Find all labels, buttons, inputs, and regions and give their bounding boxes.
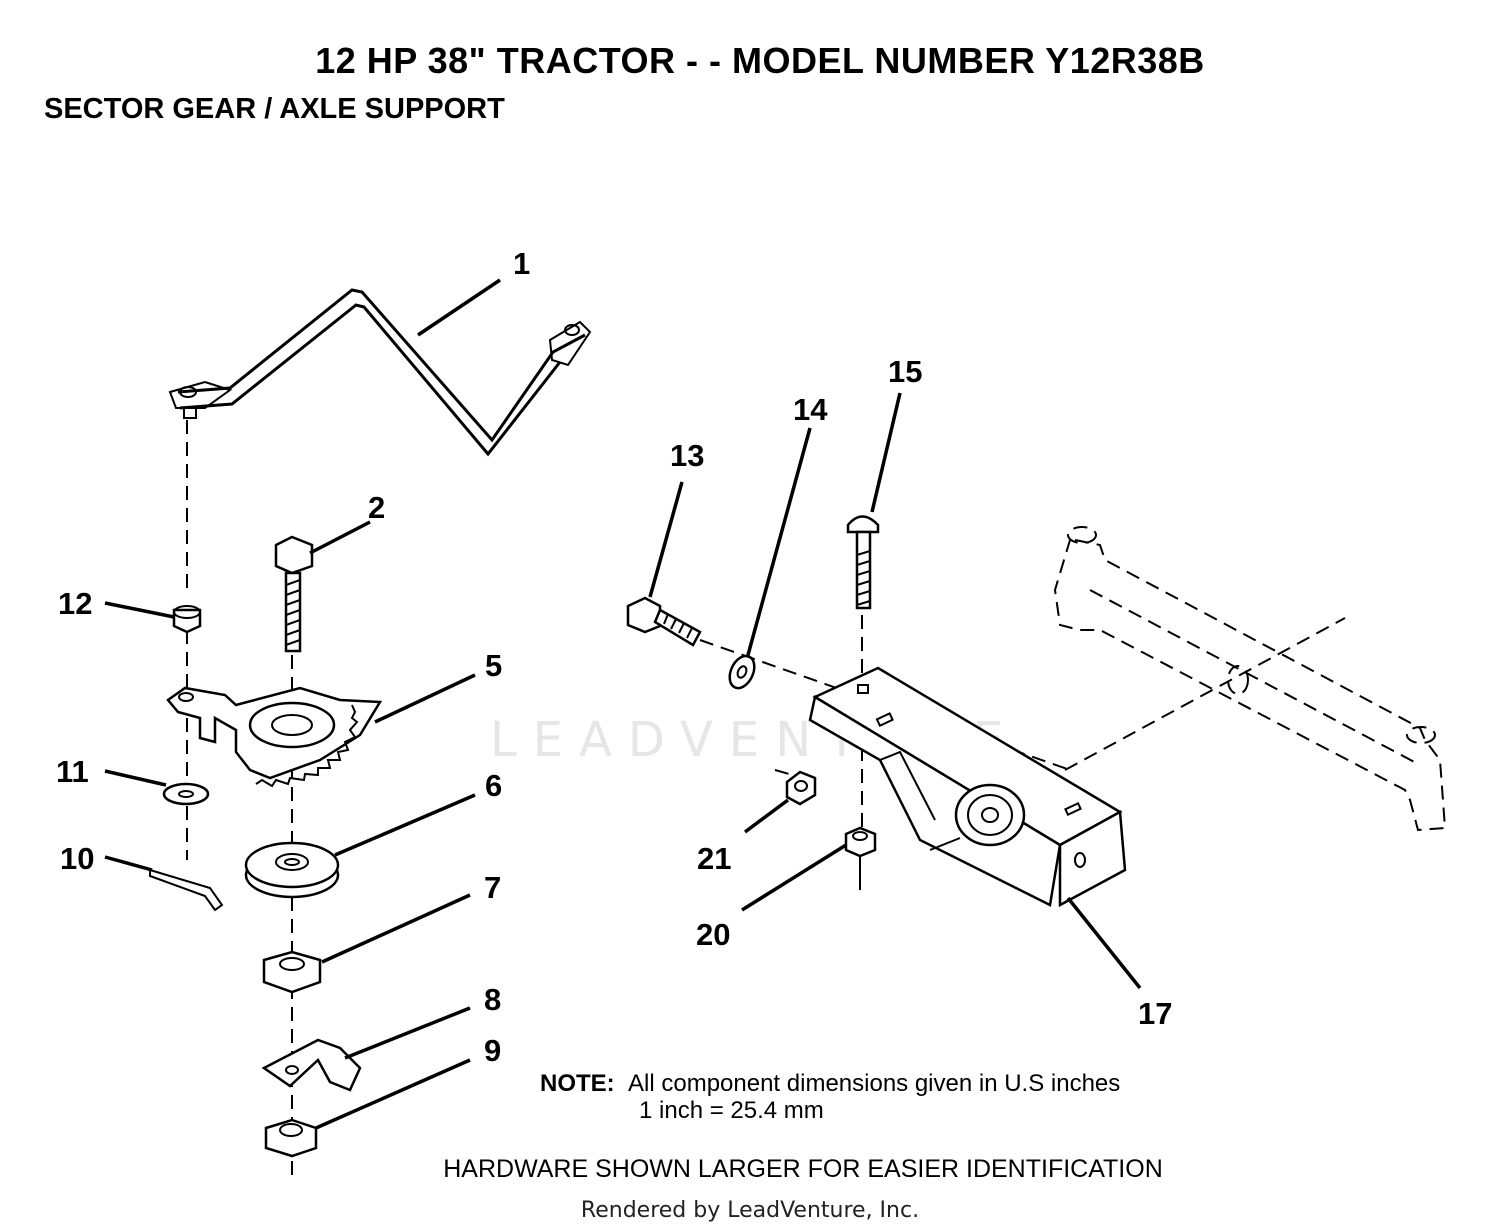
callout-8[interactable]: 8	[484, 982, 502, 1017]
rendered-by-credit: Rendered by LeadVenture, Inc.	[580, 1198, 920, 1223]
hardware-note: HARDWARE SHOWN LARGER FOR EASIER IDENTIF…	[443, 1155, 1163, 1183]
axle-support-part-17[interactable]	[808, 666, 1127, 908]
callout-14[interactable]: 14	[793, 392, 828, 427]
page-subtitle: SECTOR GEAR / AXLE SUPPORT	[44, 93, 505, 125]
callout-17[interactable]: 17	[1138, 996, 1173, 1031]
note-line-1: All component dimensions given in U.S in…	[628, 1070, 1121, 1097]
callout-9[interactable]: 9	[484, 1033, 502, 1068]
callout-5[interactable]: 5	[485, 648, 503, 683]
washer-part-11[interactable]	[162, 782, 210, 806]
washer-part-6[interactable]	[244, 841, 340, 899]
callout-10[interactable]: 10	[60, 841, 95, 876]
nut-part-7[interactable]	[262, 950, 322, 994]
nut-part-20[interactable]	[844, 826, 877, 890]
callout-12[interactable]: 12	[58, 586, 93, 621]
note-label: NOTE:	[540, 1070, 615, 1097]
callout-20[interactable]: 20	[696, 917, 731, 952]
nut-part-12[interactable]	[172, 605, 202, 634]
carriage-bolt-part-15[interactable]	[846, 515, 880, 610]
page-title: 12 HP 38" TRACTOR - - MODEL NUMBER Y12R3…	[315, 40, 1205, 81]
clip-part-8[interactable]	[261, 1038, 362, 1092]
callout-6[interactable]: 6	[485, 768, 503, 803]
drag-link-part-1[interactable]	[168, 288, 592, 457]
front-axle-reference	[1053, 526, 1447, 832]
callout-7[interactable]: 7	[484, 870, 502, 905]
leader-lines	[104, 278, 1142, 1130]
bolt-part-13[interactable]	[626, 596, 702, 647]
nut-part-9[interactable]	[264, 1118, 318, 1158]
callout-2[interactable]: 2	[368, 490, 386, 525]
callout-13[interactable]: 13	[670, 438, 705, 473]
cotter-pin-part-10[interactable]	[149, 868, 224, 912]
callout-15[interactable]: 15	[888, 354, 923, 389]
note-line-2: 1 inch = 25.4 mm	[639, 1097, 824, 1124]
nut-part-21[interactable]	[785, 770, 817, 806]
dimension-note: NOTE: All component dimensions given in …	[540, 1070, 1120, 1124]
callout-21[interactable]: 21	[697, 841, 732, 876]
bolt-part-2[interactable]	[274, 535, 314, 653]
callout-1[interactable]: 1	[513, 246, 531, 281]
sector-gear-part-5[interactable]	[166, 686, 383, 788]
callout-11[interactable]: 11	[56, 754, 89, 789]
